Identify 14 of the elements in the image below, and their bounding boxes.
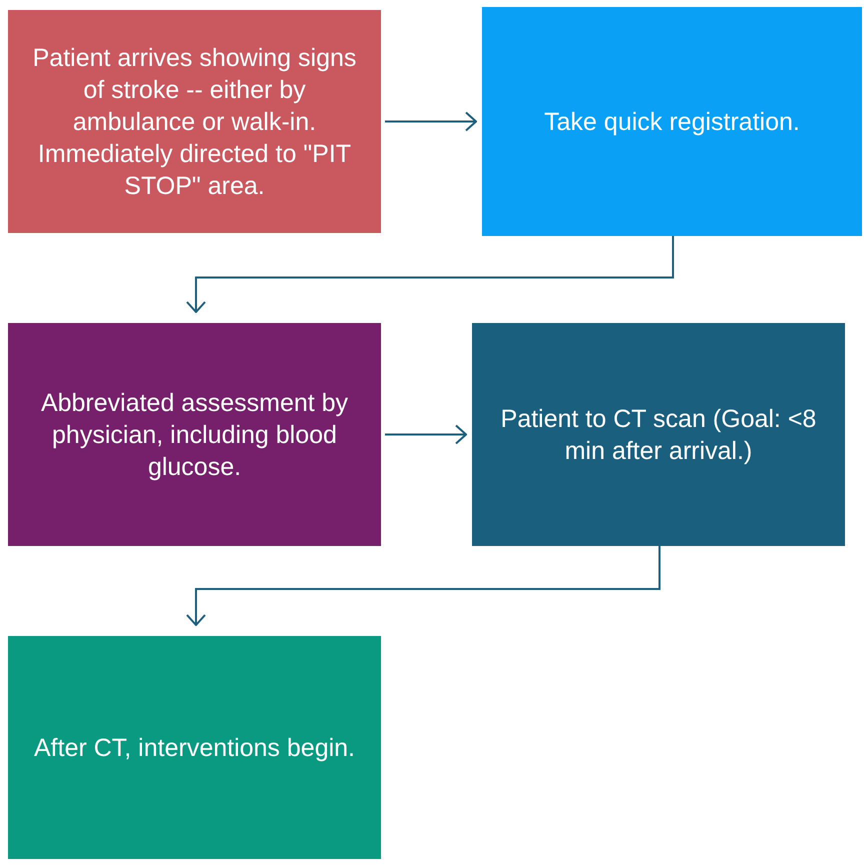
step-text: Take quick registration. xyxy=(544,106,800,138)
process-box xyxy=(8,636,381,859)
step-text: After CT, interventions begin. xyxy=(34,732,355,764)
process-box xyxy=(8,10,381,233)
arrow xyxy=(385,424,467,444)
arrow xyxy=(186,546,660,626)
arrow xyxy=(186,236,674,313)
step-text: Patient arrives showing signs of stroke -- either by ambulance or walk-in. Immediately directed to "PIT STOP" area. xyxy=(32,42,358,202)
step-text: Abbreviated assessment by physician, including blood glucose. xyxy=(40,388,350,482)
process-box xyxy=(8,323,381,546)
process-box xyxy=(472,323,845,546)
process-box xyxy=(482,7,862,236)
step-text: Patient to CT scan (Goal: <8 min after arrival.) xyxy=(500,404,818,466)
arrow xyxy=(385,112,477,132)
